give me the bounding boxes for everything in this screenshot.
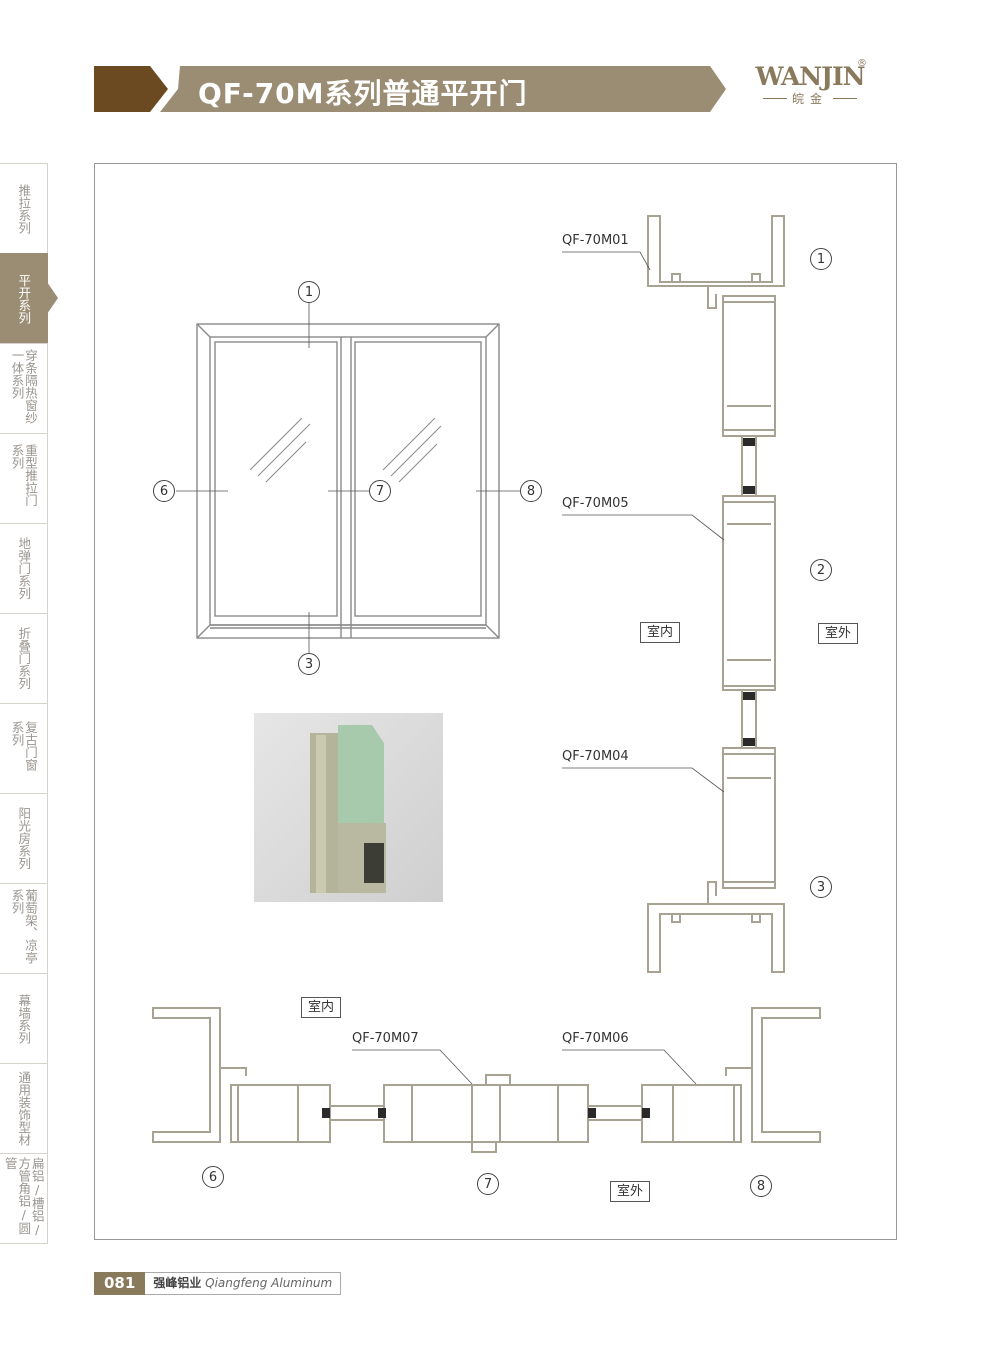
profile-left-sash [230, 1084, 331, 1143]
right-sash-glass [354, 341, 482, 617]
brand-en: Qiangfeng Aluminum [205, 1276, 333, 1290]
footer-brand: 强峰铝业 Qiangfeng Aluminum [145, 1272, 342, 1295]
indoor-label-vertical: 室内 [640, 622, 681, 643]
profile-left-frame [152, 1007, 221, 1143]
sidebar-item-sliding[interactable]: 推拉系列 [0, 163, 48, 253]
outdoor-label-horizontal: 室外 [610, 1181, 651, 1202]
profile-photo [254, 713, 443, 902]
sidebar-item-flat-bar-tube[interactable]: 扁铝/槽铝/方管角铝/圆管 [0, 1153, 48, 1244]
sidebar-item-retro-window[interactable]: 复古门窗系列 [0, 703, 48, 793]
marker-section-2: 2 [810, 559, 832, 581]
drawing-frame [94, 163, 897, 1240]
marker-section-7: 7 [477, 1173, 499, 1195]
profile-label-m06: QF-70M06 [562, 1031, 629, 1046]
logo-wordmark: WANJIN [755, 62, 865, 91]
logo-subtitle: 皖金 [755, 90, 865, 107]
sidebar-item-heavy-sliding-door[interactable]: 重型推拉门系列 [0, 433, 48, 523]
profile-m07-right [499, 1084, 589, 1143]
brand-cn: 强峰铝业 [153, 1276, 202, 1290]
sidebar-item-folding-door[interactable]: 折叠门系列 [0, 613, 48, 703]
registered-mark: ® [857, 58, 867, 69]
page-footer: 081 强峰铝业 Qiangfeng Aluminum [94, 1272, 342, 1295]
profile-m04 [722, 747, 776, 889]
sidebar-item-floor-spring-door[interactable]: 地弹门系列 [0, 523, 48, 613]
indoor-label-horizontal: 室内 [301, 997, 342, 1018]
profile-label-m05: QF-70M05 [562, 496, 629, 511]
marker-elevation-1: 1 [298, 281, 320, 303]
sidebar-item-pergola[interactable]: 葡萄架、凉亭系列 [0, 883, 48, 973]
elevation-outer-frame [196, 323, 500, 639]
profile-bottom-frame [647, 903, 785, 973]
glass-left [329, 1105, 385, 1121]
left-sash-glass [214, 341, 338, 617]
profile-m01 [647, 215, 785, 287]
marker-elevation-3: 3 [298, 653, 320, 675]
category-sidebar: 推拉系列 平开系列 穿条隔热窗纱一体系列 重型推拉门系列 地弹门系列 折叠门系列… [0, 163, 58, 1244]
profile-right-frame [751, 1007, 821, 1143]
profile-label-m04: QF-70M04 [562, 749, 629, 764]
glass-right [587, 1105, 643, 1121]
marker-section-8: 8 [750, 1175, 772, 1197]
sidebar-item-decor-profile[interactable]: 通用装饰型材 [0, 1063, 48, 1153]
brand-logo: WANJIN ® 皖金 [755, 58, 867, 107]
marker-elevation-8: 8 [520, 480, 542, 502]
page-title: QF-70M系列普通平开门 [198, 77, 528, 110]
profile-m07-left [383, 1084, 473, 1143]
profile-label-m01: QF-70M01 [562, 233, 629, 248]
profile-m07-center [471, 1084, 501, 1143]
sidebar-item-casement[interactable]: 平开系列 [0, 253, 58, 343]
sidebar-item-curtain-wall[interactable]: 幕墙系列 [0, 973, 48, 1063]
marker-section-1: 1 [810, 248, 832, 270]
outdoor-label-vertical: 室外 [818, 623, 859, 644]
marker-section-6: 6 [202, 1166, 224, 1188]
profile-label-m07: QF-70M07 [352, 1031, 419, 1046]
profile-m06 [641, 1084, 742, 1143]
marker-elevation-6: 6 [153, 480, 175, 502]
elevation-inner-frame [209, 336, 487, 626]
marker-section-3: 3 [810, 876, 832, 898]
marker-elevation-7: 7 [369, 480, 391, 502]
page-number: 081 [94, 1272, 146, 1295]
sidebar-item-thermal-screen[interactable]: 穿条隔热窗纱一体系列 [0, 343, 48, 433]
profile-m05-upper [722, 295, 776, 437]
header-band [94, 66, 726, 112]
sidebar-item-sunroom[interactable]: 阳光房系列 [0, 793, 48, 883]
